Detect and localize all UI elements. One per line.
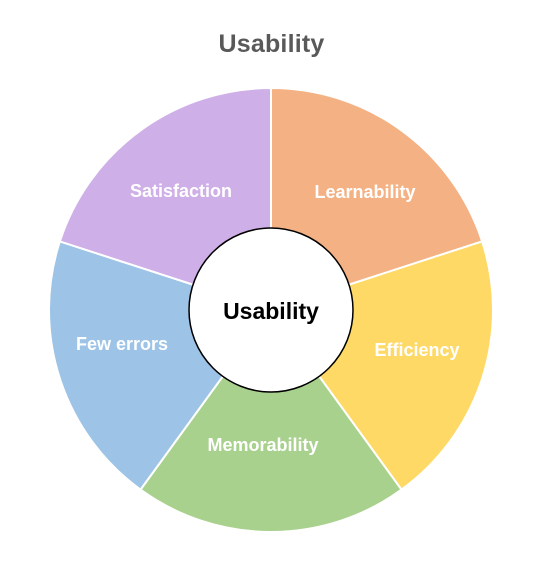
segment-label-memorability: Memorability xyxy=(207,435,318,455)
center-hub-label: Usability xyxy=(223,298,319,324)
segment-label-learnability: Learnability xyxy=(314,182,415,202)
segment-label-efficiency: Efficiency xyxy=(374,340,459,360)
segment-memorability xyxy=(139,308,403,533)
segment-label-few-errors: Few errors xyxy=(76,334,168,354)
center-hub xyxy=(188,227,354,393)
diagram-title: Usability xyxy=(218,30,325,58)
segment-label-satisfaction: Satisfaction xyxy=(130,181,232,201)
hub-layer: Usability xyxy=(188,227,354,393)
